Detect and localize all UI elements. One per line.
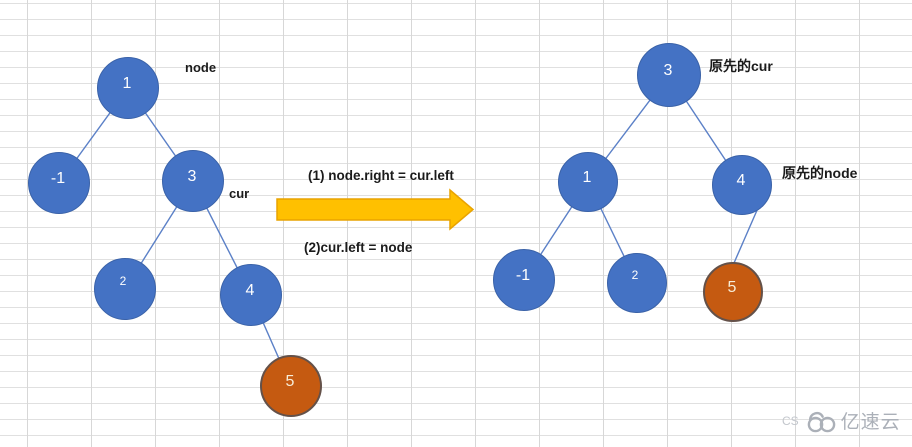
tree-edge-R4-R5[interactable] (733, 207, 759, 264)
annotation-step2[interactable]: (2)cur.left = node (304, 240, 413, 255)
node-value: 2 (631, 268, 639, 282)
node-value: 2 (119, 274, 127, 288)
node-value: -1 (515, 267, 531, 284)
node-value: 5 (727, 279, 737, 296)
tree-node-L3[interactable]: 3 (162, 150, 224, 212)
node-value: 1 (582, 169, 592, 186)
node-value: 3 (187, 168, 197, 185)
tree-node-R2[interactable]: 2 (607, 253, 667, 313)
label-original-cur[interactable]: 原先的cur (709, 58, 773, 74)
node-value: 4 (736, 172, 746, 189)
tree-node-Rm1[interactable]: -1 (493, 249, 555, 311)
label-original-node[interactable]: 原先的node (782, 165, 858, 181)
cloud-logo-icon (807, 411, 835, 432)
node-value: 5 (285, 373, 295, 390)
node-value: 3 (663, 62, 673, 79)
node-value: 1 (122, 75, 132, 92)
tree-node-L1[interactable]: 1 (97, 57, 159, 119)
label-cur[interactable]: cur (229, 186, 250, 201)
tree-node-R4[interactable]: 4 (712, 155, 772, 215)
tree-node-Lm1[interactable]: -1 (28, 152, 90, 214)
node-value: -1 (50, 170, 66, 187)
label-node[interactable]: node (185, 60, 217, 75)
tree-node-L2[interactable]: 2 (94, 258, 156, 320)
watermark-brand: 亿速云 (840, 411, 901, 433)
tree-node-R1[interactable]: 1 (558, 152, 618, 212)
watermark-prefix: CS (782, 414, 799, 428)
tree-node-R3[interactable]: 3 (637, 43, 701, 107)
watermark: CS 亿速云 (782, 403, 901, 433)
tree-node-L5[interactable]: 5 (260, 355, 322, 417)
annotation-step1[interactable]: (1) node.right = cur.left (308, 168, 454, 183)
tree-node-L4[interactable]: 4 (220, 264, 282, 326)
tree-node-R5[interactable]: 5 (703, 262, 763, 322)
node-value: 4 (245, 282, 255, 299)
